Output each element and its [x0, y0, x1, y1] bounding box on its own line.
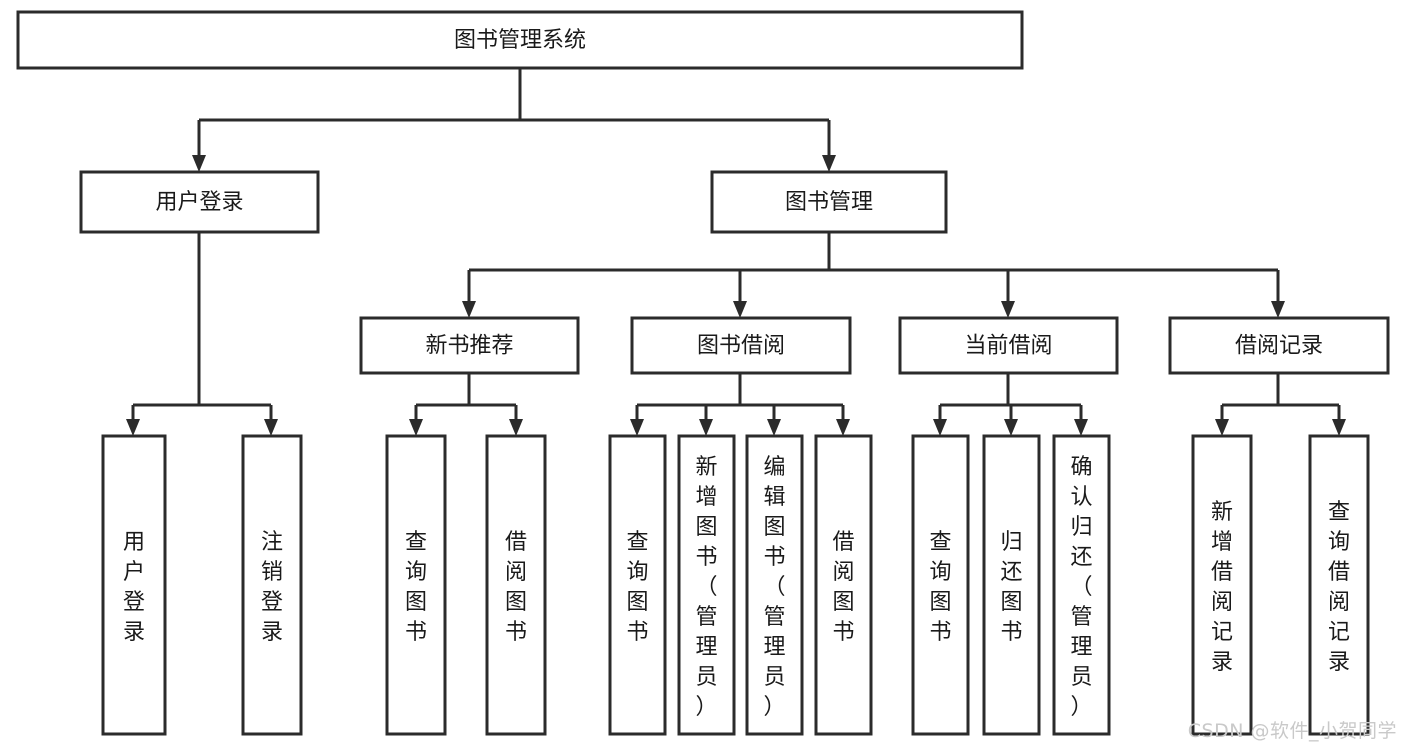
node-leaf-borrow-book-1-box[interactable]	[485, 434, 547, 736]
node-leaf-add-book-label: 新增图书（管理员）	[695, 455, 717, 720]
node-root[interactable]: 图书管理系统	[16, 10, 1024, 70]
node-new-book-recommend[interactable]: 新书推荐	[359, 316, 580, 375]
node-leaf-query-record-label: 查询借阅记录	[1328, 500, 1350, 675]
node-book-borrow-label: 图书借阅	[697, 334, 785, 359]
node-leaf-borrow-book-1[interactable]: 借阅图书	[485, 434, 547, 736]
node-leaf-query-book-1-box[interactable]	[385, 434, 447, 736]
node-book-borrow[interactable]: 图书借阅	[630, 316, 852, 375]
node-leaf-borrow-book-1-label: 借阅图书	[505, 530, 527, 645]
node-current-borrow[interactable]: 当前借阅	[898, 316, 1119, 375]
node-leaf-add-record-box[interactable]	[1191, 434, 1253, 736]
csdn-watermark: CSDN @软件_小贺同学	[1187, 720, 1397, 742]
node-leaf-confirm-return-box[interactable]	[1052, 434, 1111, 736]
connector-root-to-level1	[197, 68, 831, 156]
node-leaf-query-book-1-label: 查询图书	[405, 530, 427, 645]
node-leaf-add-book[interactable]: 新增图书（管理员）	[677, 434, 736, 736]
node-book-management-label: 图书管理	[785, 190, 873, 215]
node-leaf-user-login-box[interactable]	[101, 434, 167, 736]
node-leaf-logout-box[interactable]	[241, 434, 303, 736]
connector-arrowhead	[264, 419, 278, 436]
node-current-borrow-label: 当前借阅	[964, 334, 1052, 359]
node-leaf-user-login-label: 用户登录	[123, 530, 145, 645]
node-root-box[interactable]	[16, 10, 1024, 70]
node-borrow-record[interactable]: 借阅记录	[1168, 316, 1390, 375]
node-leaf-borrow-book-2[interactable]: 借阅图书	[814, 434, 873, 736]
connector-new-book-to-leaves	[414, 373, 518, 420]
node-leaf-query-book-2-box[interactable]	[608, 434, 667, 736]
node-leaf-logout-label: 注销登录	[261, 530, 283, 645]
node-leaf-logout[interactable]: 注销登录	[241, 434, 303, 736]
node-leaf-add-record[interactable]: 新增借阅记录	[1191, 434, 1253, 736]
node-leaf-query-record-box[interactable]	[1308, 434, 1370, 736]
node-leaf-edit-book-label: 编辑图书（管理员）	[763, 455, 785, 720]
connector-arrowhead	[192, 155, 206, 172]
node-user-login-label: 用户登录	[155, 190, 243, 215]
node-borrow-record-box[interactable]	[1168, 316, 1390, 375]
node-user-login-box[interactable]	[79, 170, 320, 234]
connector-arrowhead	[462, 301, 476, 318]
node-leaf-query-book-1[interactable]: 查询图书	[385, 434, 447, 736]
connector-current-borrow-to-leaves	[938, 373, 1083, 420]
connector-layer	[126, 68, 1346, 436]
connector-book-management-to-level2	[467, 232, 1280, 302]
node-book-management[interactable]: 图书管理	[710, 170, 948, 234]
connector-arrowhead	[836, 419, 850, 436]
node-current-borrow-box[interactable]	[898, 316, 1119, 375]
connector-arrowhead	[933, 419, 947, 436]
connector-user-login-to-leaves	[131, 232, 273, 420]
node-leaf-edit-book-box[interactable]	[745, 434, 804, 736]
node-leaf-add-record-label: 新增借阅记录	[1211, 500, 1233, 675]
node-user-login[interactable]: 用户登录	[79, 170, 320, 234]
connector-arrowhead	[630, 419, 644, 436]
node-leaf-edit-book[interactable]: 编辑图书（管理员）	[745, 434, 804, 736]
node-new-book-recommend-box[interactable]	[359, 316, 580, 375]
node-leaf-query-book-2-label: 查询图书	[626, 530, 648, 645]
connector-arrowhead	[1215, 419, 1229, 436]
node-borrow-record-label: 借阅记录	[1235, 334, 1323, 359]
node-leaf-confirm-return-label: 确认归还（管理员）	[1070, 455, 1092, 720]
node-leaf-borrow-book-2-label: 借阅图书	[832, 530, 854, 645]
connector-arrowhead	[1074, 419, 1088, 436]
node-leaf-query-book-3-label: 查询图书	[929, 530, 951, 645]
node-leaf-query-book-2[interactable]: 查询图书	[608, 434, 667, 736]
node-leaf-return-book[interactable]: 归还图书	[982, 434, 1041, 736]
node-layer: 图书管理系统用户登录图书管理新书推荐图书借阅当前借阅借阅记录用户登录注销登录查询…	[16, 10, 1390, 736]
node-leaf-query-book-3[interactable]: 查询图书	[911, 434, 970, 736]
connector-arrowhead	[1004, 419, 1018, 436]
node-leaf-query-record[interactable]: 查询借阅记录	[1308, 434, 1370, 736]
connector-borrow-record-to-leaves	[1220, 373, 1341, 420]
node-leaf-return-book-label: 归还图书	[1000, 530, 1022, 645]
node-leaf-confirm-return[interactable]: 确认归还（管理员）	[1052, 434, 1111, 736]
connector-arrowhead	[822, 155, 836, 172]
node-book-management-box[interactable]	[710, 170, 948, 234]
connector-arrowhead	[1332, 419, 1346, 436]
connector-arrowhead	[767, 419, 781, 436]
node-new-book-recommend-label: 新书推荐	[425, 334, 513, 359]
node-root-label: 图书管理系统	[454, 28, 586, 53]
connector-arrowhead	[126, 419, 140, 436]
node-leaf-borrow-book-2-box[interactable]	[814, 434, 873, 736]
node-book-borrow-box[interactable]	[630, 316, 852, 375]
node-leaf-add-book-box[interactable]	[677, 434, 736, 736]
connector-arrowhead	[509, 419, 523, 436]
connector-book-borrow-to-leaves	[635, 373, 845, 420]
node-leaf-return-book-box[interactable]	[982, 434, 1041, 736]
connector-arrowhead	[1271, 301, 1285, 318]
connector-arrowhead	[1001, 301, 1015, 318]
connector-arrowhead	[699, 419, 713, 436]
connector-arrowhead	[409, 419, 423, 436]
node-leaf-query-book-3-box[interactable]	[911, 434, 970, 736]
connector-arrowhead	[733, 301, 747, 318]
node-leaf-user-login[interactable]: 用户登录	[101, 434, 167, 736]
